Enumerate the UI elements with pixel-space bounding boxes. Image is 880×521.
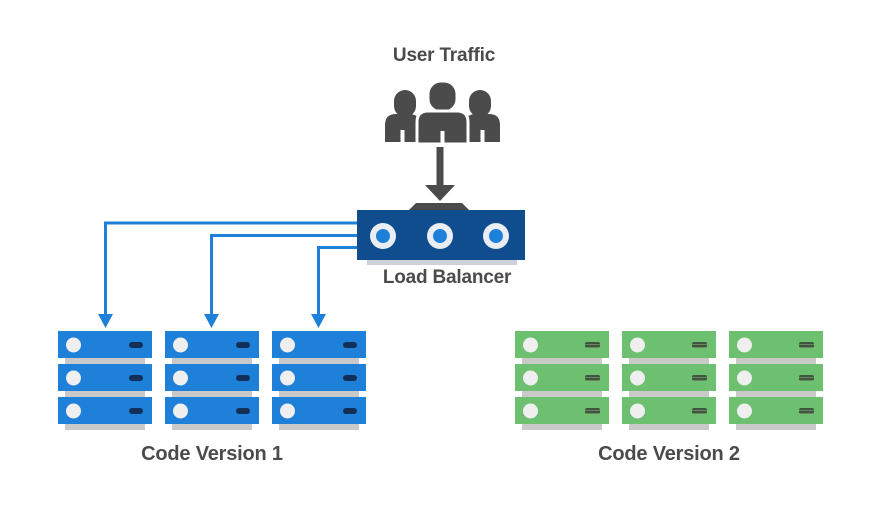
cluster-2-label: Code Version 2 <box>598 443 740 465</box>
led-icon <box>66 403 81 418</box>
server-stack <box>622 331 716 430</box>
cluster-1-label: Code Version 1 <box>141 443 283 465</box>
server-unit <box>272 364 366 397</box>
led-icon <box>523 370 538 385</box>
vent-icon <box>692 341 707 348</box>
server-unit <box>729 364 823 397</box>
users-group-icon <box>385 80 500 144</box>
server-stacks-row <box>515 331 823 430</box>
led-icon <box>630 337 645 352</box>
vent-icon <box>585 341 600 348</box>
server-unit <box>58 331 152 364</box>
server-stacks-row <box>58 331 366 430</box>
led-icon <box>173 370 188 385</box>
server-unit <box>165 397 259 430</box>
vent-icon <box>343 341 357 348</box>
vent-icon <box>692 374 707 381</box>
server-unit <box>165 331 259 364</box>
server-unit <box>58 364 152 397</box>
led-icon <box>737 337 752 352</box>
led-icon <box>66 370 81 385</box>
led-icon <box>630 403 645 418</box>
server-stack <box>515 331 609 430</box>
vent-icon <box>799 341 814 348</box>
load-balancer-label: Load Balancer <box>382 267 512 288</box>
vent-icon <box>236 374 250 381</box>
server-cluster-version-2: Code Version 2 <box>515 331 823 466</box>
port-indicator-icon <box>483 223 509 249</box>
vent-icon <box>236 341 250 348</box>
port-dot-icon <box>433 229 447 243</box>
vent-icon <box>692 407 707 414</box>
led-icon <box>523 403 538 418</box>
server-unit <box>515 397 609 430</box>
load-balancer-box <box>357 210 525 260</box>
led-icon <box>630 370 645 385</box>
vent-icon <box>799 374 814 381</box>
led-icon <box>737 370 752 385</box>
server-unit <box>622 331 716 364</box>
server-unit <box>622 397 716 430</box>
vent-icon <box>343 407 357 414</box>
server-unit <box>729 331 823 364</box>
connector-arrow-1 <box>98 221 357 328</box>
vent-icon <box>343 374 357 381</box>
vent-icon <box>236 407 250 414</box>
connector-arrow-2 <box>204 234 357 328</box>
led-icon <box>280 370 295 385</box>
port-dot-icon <box>489 229 503 243</box>
vent-icon <box>585 374 600 381</box>
user-traffic-label: User Traffic <box>392 45 496 66</box>
server-stack <box>165 331 259 430</box>
led-icon <box>173 337 188 352</box>
server-unit <box>272 397 366 430</box>
load-balancer-shadow <box>367 260 517 265</box>
led-icon <box>173 403 188 418</box>
server-unit <box>272 331 366 364</box>
load-balancer-tray-icon <box>408 203 470 211</box>
user-left-icon <box>385 90 420 142</box>
vent-icon <box>129 374 143 381</box>
connector-arrow-3 <box>311 246 357 328</box>
port-dot-icon <box>376 229 390 243</box>
led-icon <box>66 337 81 352</box>
server-unit <box>515 331 609 364</box>
server-cluster-version-1: Code Version 1 <box>58 331 366 466</box>
user-right-icon <box>465 90 500 142</box>
server-unit <box>622 364 716 397</box>
port-indicator-icon <box>370 223 396 249</box>
user-center-icon <box>415 80 470 144</box>
server-unit <box>729 397 823 430</box>
server-unit <box>165 364 259 397</box>
server-stack <box>729 331 823 430</box>
server-unit <box>515 364 609 397</box>
server-stack <box>58 331 152 430</box>
server-stack <box>272 331 366 430</box>
led-icon <box>280 403 295 418</box>
led-icon <box>737 403 752 418</box>
led-icon <box>523 337 538 352</box>
vent-icon <box>799 407 814 414</box>
led-icon <box>280 337 295 352</box>
vent-icon <box>129 407 143 414</box>
port-indicator-icon <box>427 223 453 249</box>
down-arrow-icon <box>425 147 455 201</box>
vent-icon <box>129 341 143 348</box>
server-unit <box>58 397 152 430</box>
vent-icon <box>585 407 600 414</box>
